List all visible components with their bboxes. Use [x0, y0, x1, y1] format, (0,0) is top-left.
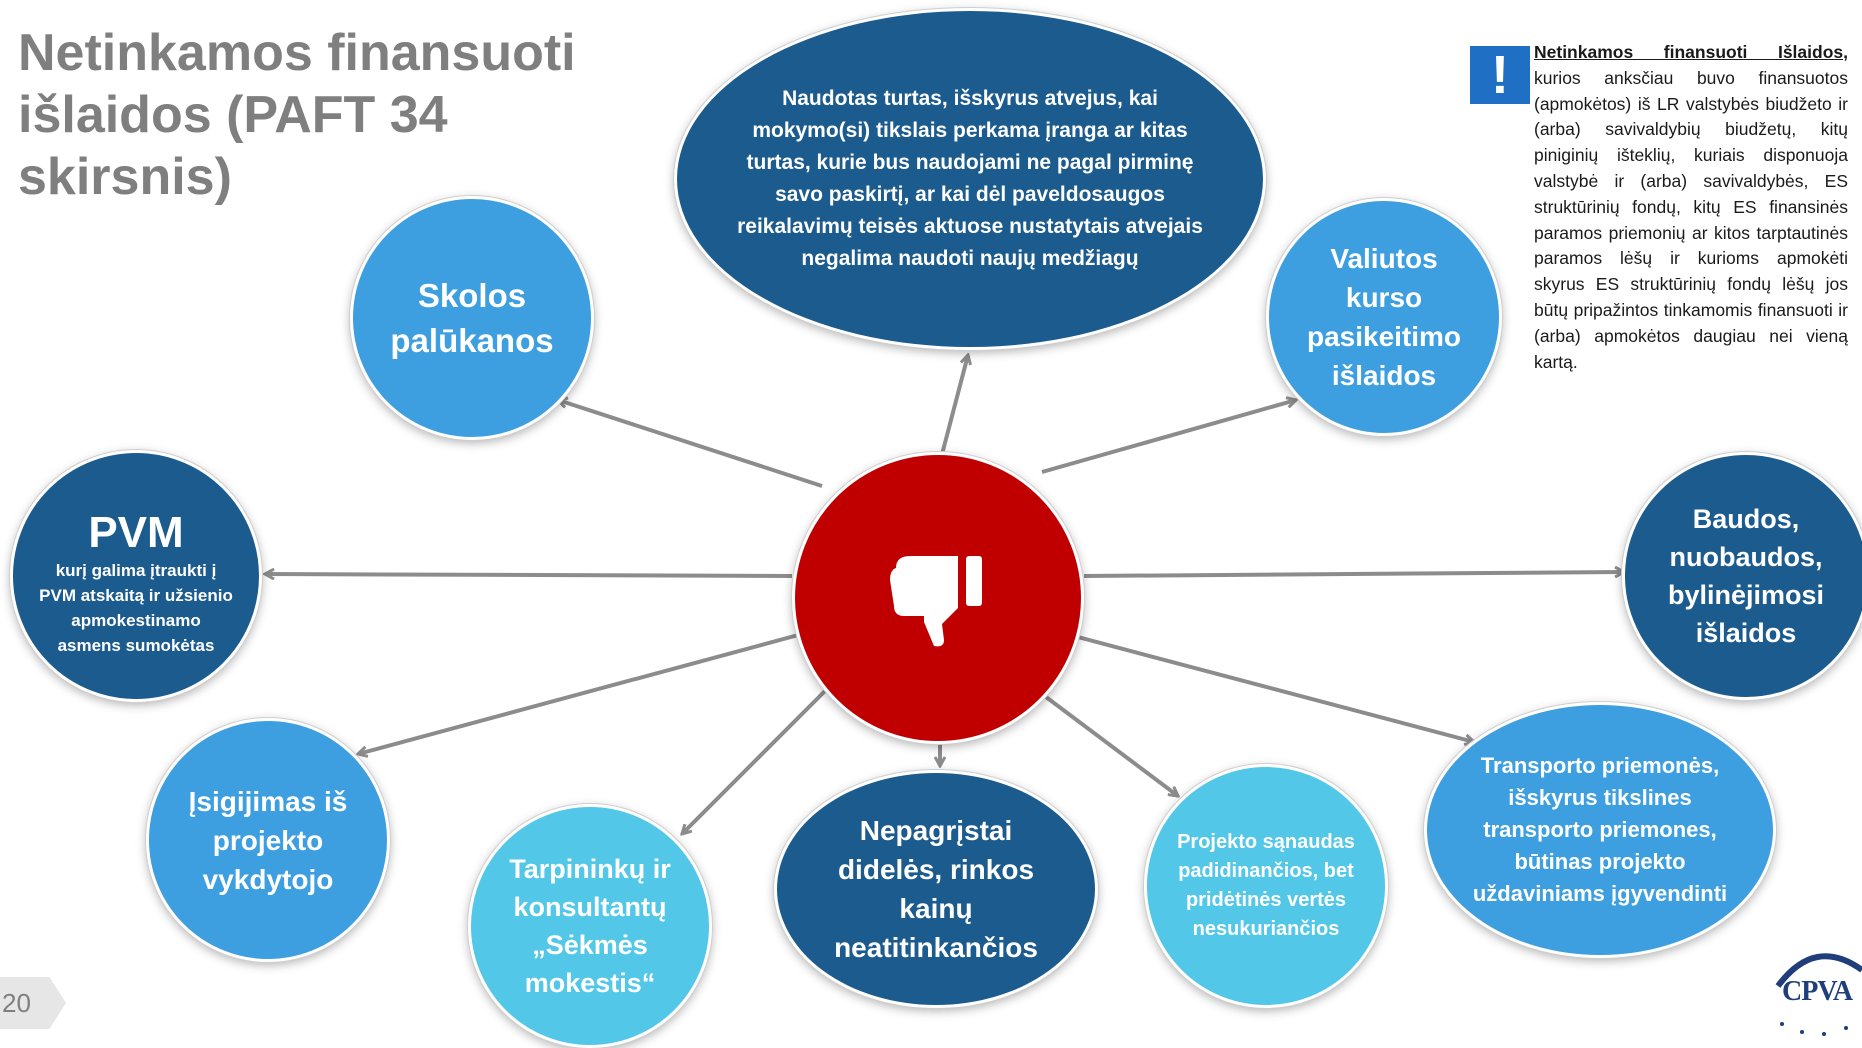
- page-number: 20: [0, 977, 66, 1029]
- bubble-nepagristai: Nepagrįstai didelės, rinkos kainų neatit…: [774, 770, 1098, 1008]
- bubble-pvm: PVM kurį galima įtraukti į PVM atskaitą …: [10, 450, 262, 702]
- bubble-baudos-text: Baudos, nuobaudos, bylinėjimosi išlaidos: [1667, 504, 1825, 648]
- info-note-heading: Netinkamos finansuoti Išlaidos,: [1534, 42, 1848, 62]
- arrow-to-valiutos: [1041, 400, 1296, 474]
- bubble-skolos: Skolos palūkanos: [350, 196, 594, 440]
- bubble-valiutos-text: Valiutos kurso pasikeitimo išlaidos: [1306, 243, 1462, 391]
- bubble-pvm-title: PVM: [88, 508, 184, 557]
- arrow-to-projekto-sanaudas: [1032, 686, 1178, 796]
- info-note-body: kurios anksčiau buvo finansuotos (apmokė…: [1534, 67, 1848, 372]
- page-title: Netinkamos finansuoti išlaidos (PAFT 34 …: [18, 22, 658, 208]
- thumbs-down-icon: [878, 538, 998, 658]
- info-note: ! Netinkamos finansuoti Išlaidos, kurios…: [1470, 40, 1848, 375]
- arrow-to-isigijimas: [358, 632, 803, 754]
- arrow-to-skolos: [558, 400, 823, 488]
- bubble-transporto-text: Transporto priemonės, išskyrus tikslines…: [1472, 753, 1728, 906]
- bubble-pvm-subtitle: kurį galima įtraukti į PVM atskaitą ir u…: [39, 561, 233, 655]
- bubble-tarpininku-text: Tarpininkų ir konsultantų „Sėkmės mokest…: [509, 854, 671, 998]
- bubble-naudotas-turtas: Naudotas turtas, išskyrus atvejus, kai m…: [674, 8, 1266, 350]
- bubble-transporto: Transporto priemonės, išskyrus tikslines…: [1424, 702, 1776, 958]
- bubble-baudos: Baudos, nuobaudos, bylinėjimosi išlaidos: [1622, 452, 1862, 700]
- bubble-isigijimas: Įsigijimas iš projekto vykdytojo: [146, 718, 390, 962]
- bubble-nepagristai-text: Nepagrįstai didelės, rinkos kainų neatit…: [834, 815, 1038, 963]
- page-title-line2: išlaidos (PAFT 34 skirsnis): [18, 86, 448, 206]
- arrow-to-tarpininku: [682, 678, 838, 834]
- page-title-line1: Netinkamos finansuoti: [18, 24, 576, 82]
- bubble-skolos-text: Skolos palūkanos: [390, 277, 554, 359]
- bubble-naudotas-turtas-text: Naudotas turtas, išskyrus atvejus, kai m…: [737, 87, 1203, 270]
- arrow-to-naudotas-turtas: [938, 355, 968, 463]
- arrow-to-pvm: [265, 574, 793, 576]
- arrow-to-transporto: [1073, 634, 1474, 742]
- cpva-logo: CPVA: [1768, 940, 1862, 1040]
- arrow-to-baudos: [1083, 572, 1624, 576]
- bubble-tarpininku: Tarpininkų ir konsultantų „Sėkmės mokest…: [468, 804, 712, 1048]
- bubble-projekto-sanaudas: Projekto sąnaudas padidinančios, bet pri…: [1144, 764, 1388, 1008]
- bubble-valiutos: Valiutos kurso pasikeitimo išlaidos: [1266, 198, 1502, 436]
- bubble-projekto-sanaudas-text: Projekto sąnaudas padidinančios, bet pri…: [1177, 831, 1355, 940]
- logo-text: CPVA: [1782, 976, 1853, 1007]
- bubble-isigijimas-text: Įsigijimas iš projekto vykdytojo: [188, 785, 348, 895]
- info-note-text: Netinkamos finansuoti Išlaidos, kurios a…: [1534, 40, 1848, 375]
- exclamation-icon: !: [1470, 46, 1530, 104]
- center-circle: [792, 452, 1084, 744]
